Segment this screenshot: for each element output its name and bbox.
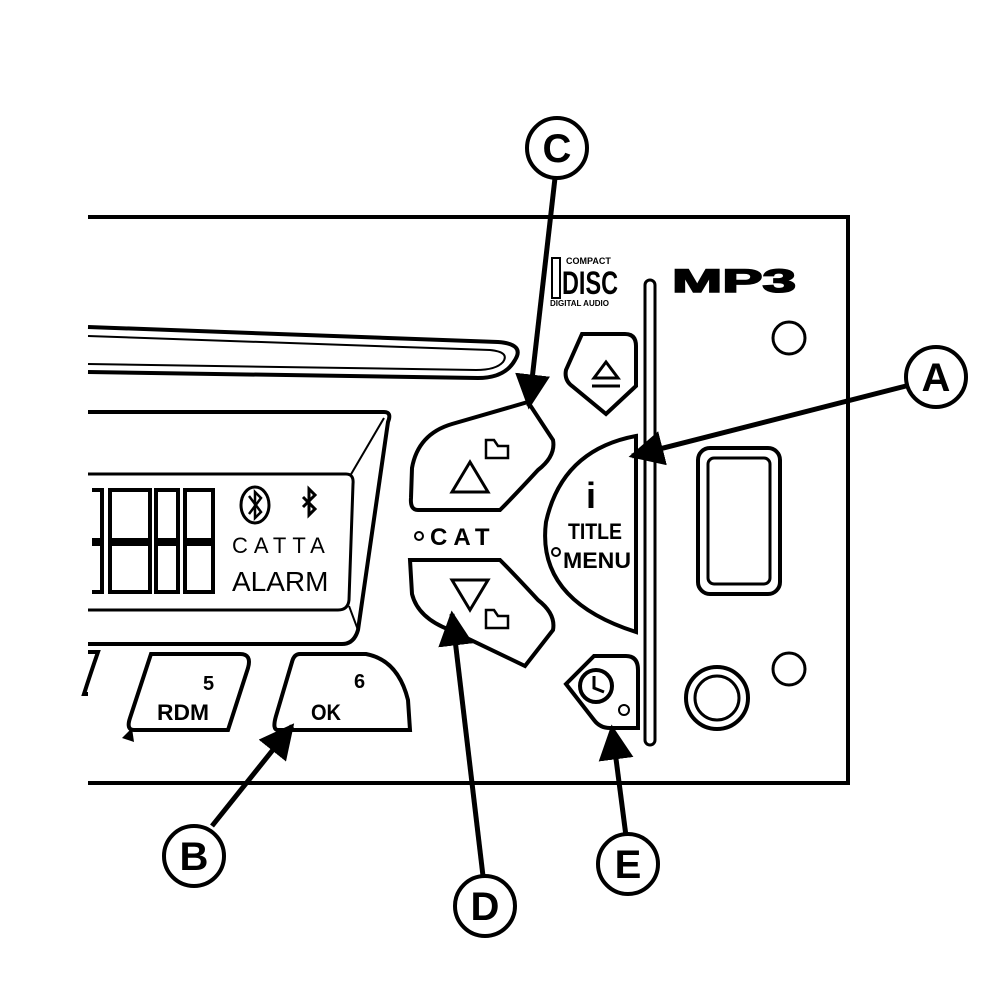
preset-6-number: 6 [354,671,365,693]
svg-text:E: E [615,843,642,887]
mp3-logo: MP3 [672,263,796,299]
bluetooth-circle-icon [239,485,271,525]
title-label: TITLE [568,519,622,544]
eject-button[interactable] [563,332,638,417]
indicator-led-top [771,320,807,356]
display-bezel-bevel [349,417,385,477]
preset-button-partial[interactable] [81,650,101,696]
display-segment-digits [92,488,215,594]
folder-icon-down [484,608,510,630]
callout-d: D [453,874,517,938]
cd-slot-inner [87,335,506,372]
eject-icon [591,359,621,380]
clock-button[interactable] [563,654,640,730]
display-bezel-inner [88,472,355,612]
compact-disc-logo: COMPACT DISC DIGITAL AUDIO [550,256,618,308]
down-arrow-icon [449,578,491,613]
card-slot-inner [706,456,772,586]
cd-slot [87,325,520,381]
svg-text:DISC: DISC [562,265,618,301]
preset-5-number: 5 [203,673,214,695]
svg-text:COMPACT: COMPACT [566,256,611,266]
aux-jack-inner [693,674,741,722]
leader-line-b [210,723,295,828]
callout-e: E [596,832,660,896]
display-catta-text: CATTA [232,533,331,558]
menu-label: MENU [563,548,631,573]
card-slot-outer [696,446,782,596]
display-alarm-text: ALARM [232,566,328,597]
preset-button-6[interactable]: 6 OK [272,652,413,732]
bluetooth-icon [301,485,318,519]
indicator-dot [618,704,630,716]
callout-a: A [904,345,968,409]
separator-groove [643,278,657,747]
svg-text:D: D [471,885,500,929]
faceplate-outline [88,215,850,785]
leader-line-e [598,724,634,837]
cat-label: CAT [430,524,496,551]
info-icon: i [586,475,596,516]
svg-text:A: A [922,356,951,400]
leader-line-d [438,610,486,877]
clock-icon [578,668,614,704]
display-bezel-bevel-bottom [348,605,359,631]
up-arrow-icon [449,459,491,494]
up-folder-button[interactable] [408,399,556,512]
display-bezel [88,410,392,646]
leader-line-c [515,177,558,410]
svg-text:B: B [180,835,209,879]
indicator-led-bottom [771,651,807,687]
svg-text:C: C [543,127,572,171]
preset-5-label: RDM [157,700,209,725]
callout-c: C [525,116,589,180]
preset-button-5[interactable]: 5 RDM [122,652,251,742]
folder-icon [484,438,510,460]
svg-text:DIGITAL AUDIO: DIGITAL AUDIO [550,299,609,308]
callout-b: B [162,824,226,888]
aux-jack-outer [684,665,750,731]
preset-6-label: OK [311,700,341,725]
rdm-arrow-icon [122,728,134,742]
down-folder-button[interactable] [407,558,556,669]
info-title-menu-button[interactable]: i TITLE MENU [543,433,638,635]
leader-line-a [628,383,907,466]
cat-label-group: CAT [414,524,496,551]
